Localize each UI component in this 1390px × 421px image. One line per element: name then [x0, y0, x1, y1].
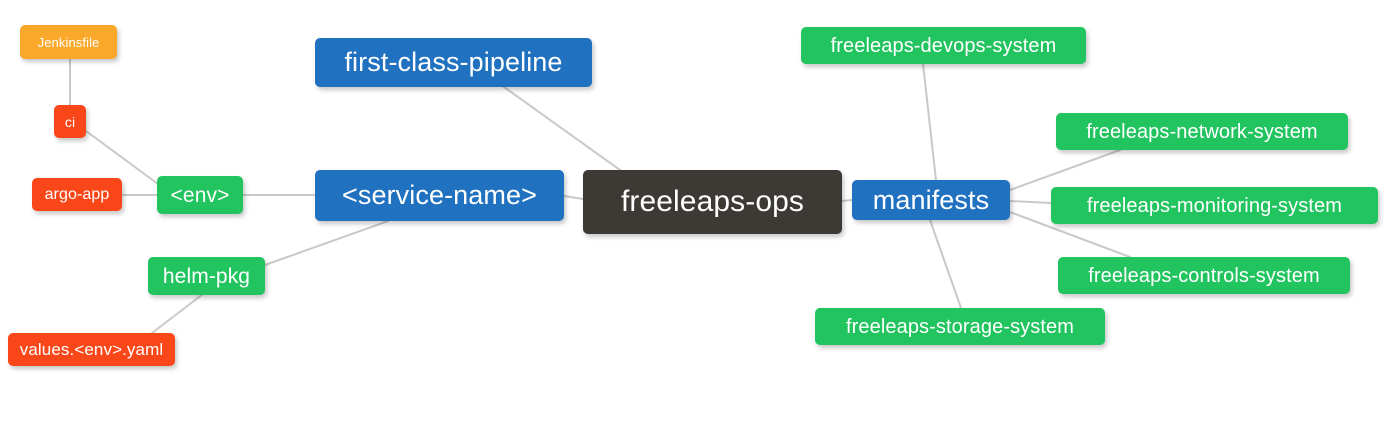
node-freeleaps-controls-system[interactable]: freeleaps-controls-system	[1058, 257, 1350, 294]
edge-freeleaps-ops-to-manifests	[841, 199, 853, 202]
edge-first-class-pipeline-to-freeleaps-ops	[503, 86, 621, 171]
node-service-name[interactable]: <service-name>	[315, 170, 564, 221]
node-freeleaps-monitoring-system[interactable]: freeleaps-monitoring-system	[1051, 187, 1378, 224]
edge-values-yaml-to-helm-pkg	[151, 293, 204, 334]
node-helm-pkg[interactable]: helm-pkg	[148, 257, 265, 295]
node-jenkinsfile[interactable]: Jenkinsfile	[20, 25, 117, 59]
edge-ci-to-env	[85, 130, 159, 185]
node-manifests[interactable]: manifests	[852, 180, 1010, 220]
edge-helm-pkg-to-service-name	[264, 220, 389, 266]
node-values-yaml[interactable]: values.<env>.yaml	[8, 333, 175, 366]
node-freeleaps-network-system[interactable]: freeleaps-network-system	[1056, 113, 1348, 150]
edge-manifests-to-freeleaps-network-system	[1009, 149, 1121, 191]
node-ci[interactable]: ci	[54, 105, 86, 138]
node-freeleaps-storage-system[interactable]: freeleaps-storage-system	[815, 308, 1105, 345]
edge-manifests-to-freeleaps-monitoring-system	[1009, 200, 1052, 204]
node-freeleaps-devops-system[interactable]: freeleaps-devops-system	[801, 27, 1086, 64]
node-freeleaps-ops[interactable]: freeleaps-ops	[583, 170, 842, 234]
node-first-class-pipeline[interactable]: first-class-pipeline	[315, 38, 592, 87]
edge-service-name-to-freeleaps-ops	[563, 195, 584, 200]
edge-manifests-to-freeleaps-storage-system	[929, 219, 962, 309]
edge-manifests-to-freeleaps-devops-system	[922, 63, 937, 181]
node-argo-app[interactable]: argo-app	[32, 178, 122, 211]
node-env[interactable]: <env>	[157, 176, 243, 214]
